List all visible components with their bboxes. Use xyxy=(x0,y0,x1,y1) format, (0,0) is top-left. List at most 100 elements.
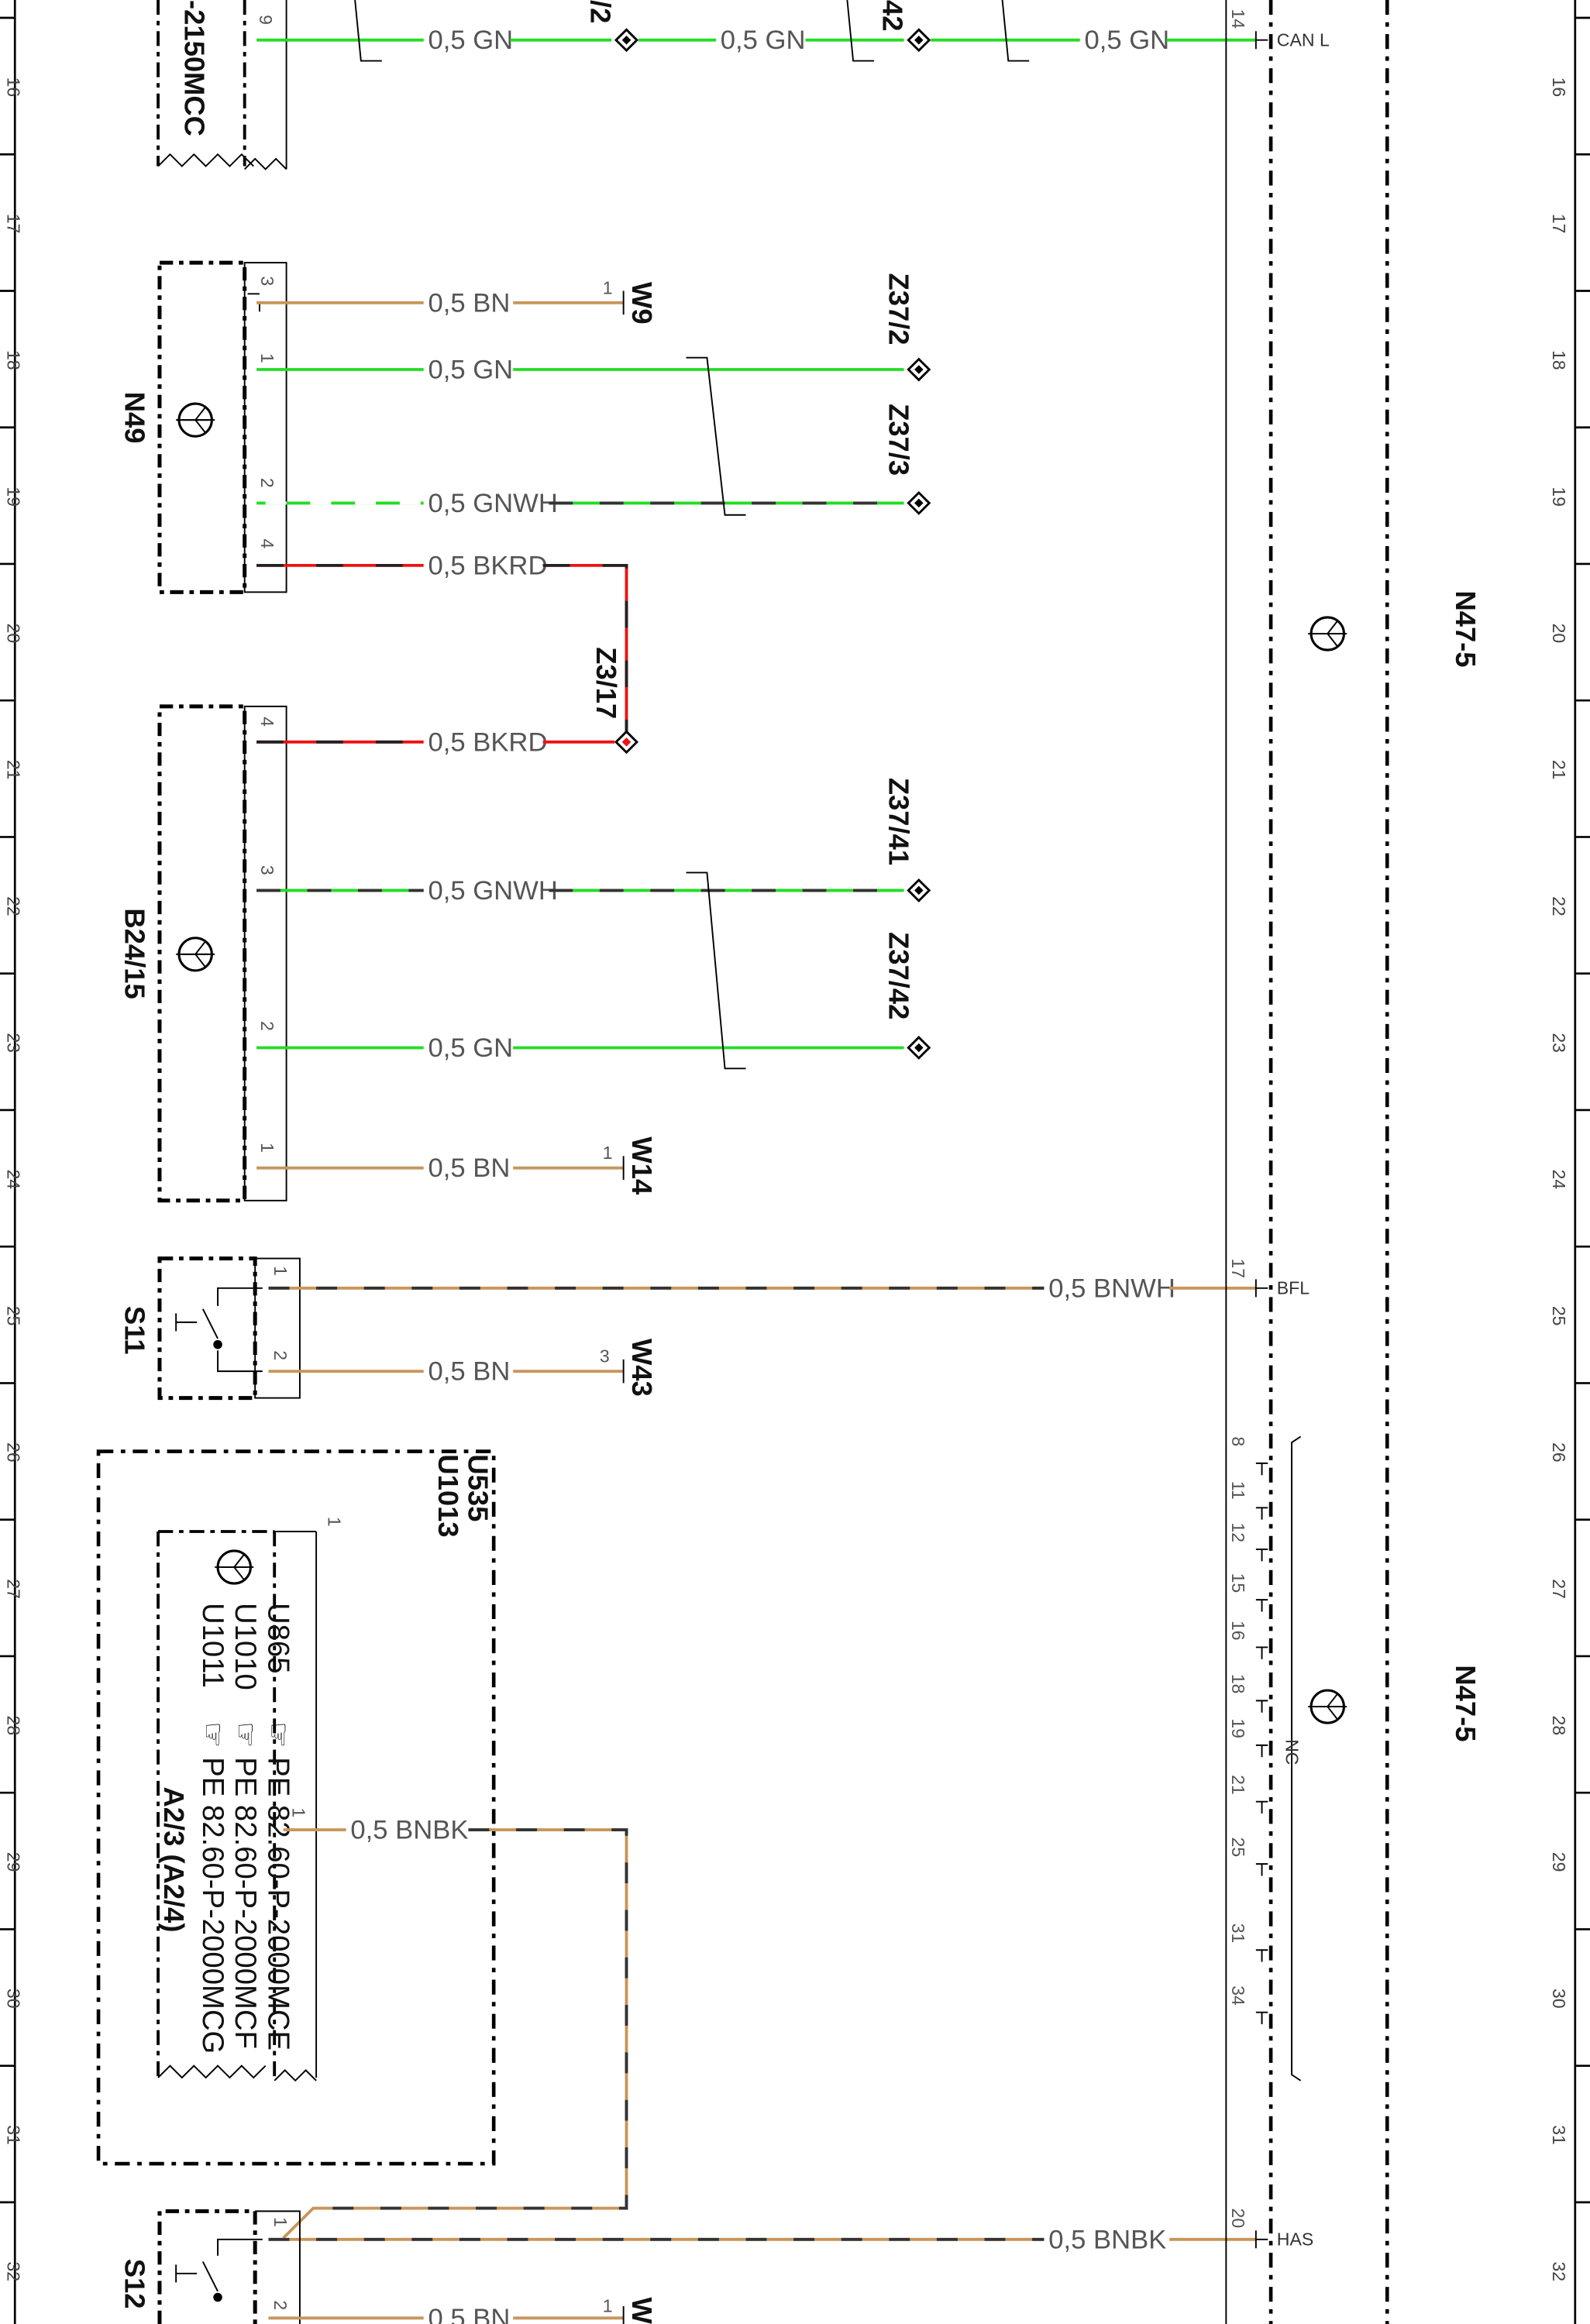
wire-label-bn: 0,5 BN xyxy=(428,1153,510,1183)
pin-number: 3 xyxy=(600,1346,610,1367)
wire-label-gn: 0,5 GN xyxy=(428,356,513,385)
switch-icon xyxy=(175,1287,263,1373)
pin-number: 2 xyxy=(270,1350,291,1360)
pin-terminal xyxy=(1255,1462,1268,1476)
grid-row-label: 22 xyxy=(4,896,24,916)
splice-point xyxy=(614,28,639,53)
pin-number: 9 xyxy=(256,15,276,25)
grid-row-label: 27 xyxy=(1549,1579,1569,1599)
pin-number: 15 xyxy=(1228,1573,1248,1593)
wire-label-bn: 0,5 BN xyxy=(428,2304,510,2324)
document-reference-icon: ☞ xyxy=(196,1721,229,1748)
grid-row-label: 22 xyxy=(1549,896,1569,916)
grid-row-label: 17 xyxy=(4,214,24,234)
pin-number: 34 xyxy=(1228,1985,1248,2006)
signal-nc: NC xyxy=(1282,1739,1302,1765)
pin-terminal xyxy=(1255,1599,1268,1612)
component-n49: N49 3 1 2 4 xyxy=(119,260,287,594)
grid-row-label: 29 xyxy=(1549,1852,1569,1872)
grid-row-label: 25 xyxy=(4,1306,24,1326)
pin-number: 1 xyxy=(288,1807,308,1817)
code-label-u865: U865 xyxy=(261,1603,294,1674)
pin-number: 21 xyxy=(1228,1775,1248,1795)
grid-row-label: 20 xyxy=(1549,624,1569,644)
grid-row-label: 31 xyxy=(1549,2125,1569,2145)
wire-label-bkrd: 0,5 BKRD xyxy=(428,551,547,580)
pin-number: 4 xyxy=(257,717,277,727)
wire-label-gnwh: 0,5 GNWH xyxy=(428,876,557,906)
splice-label-z37-3: Z37/3 xyxy=(883,404,914,476)
pin-terminal xyxy=(1255,1646,1268,1659)
pin-terminal xyxy=(1255,1949,1268,1962)
pin-terminal xyxy=(1255,1507,1268,1520)
code-label-u1011: U1011 xyxy=(196,1603,229,1688)
sensor-symbol-icon xyxy=(1308,616,1347,651)
sensor-symbol-icon xyxy=(176,937,215,972)
pin-number: 11 xyxy=(1228,1481,1248,1500)
grid-row-label: 18 xyxy=(1549,350,1569,370)
grid-row-label: 32 xyxy=(1549,2262,1569,2282)
b24-15-wires: 0,5 BKRD 0,5 GNWH Z37/41 0,5 GN Z37/42 0… xyxy=(256,727,931,1195)
grid-row-label: 18 xyxy=(4,350,24,370)
signal-has: HAS xyxy=(1277,2229,1313,2250)
code-label-u1013: U1013 xyxy=(432,1454,464,1537)
splice-z3-17: Z3/17 xyxy=(590,647,639,755)
component-a2-3: U535 U1013 1 U865 U1010 U1011 ☞ ☞ ☞ PE 8… xyxy=(96,1449,496,2166)
splice-point xyxy=(907,490,931,515)
grid-row-label: 16 xyxy=(1549,77,1569,98)
pin-number: 3 xyxy=(257,276,277,286)
wire-label-bnbk: 0,5 BNBK xyxy=(350,1816,468,1845)
splice-label-z37-42: Z37/42 xyxy=(883,932,914,1019)
pin-number: 2 xyxy=(257,478,277,488)
splice-label-z3-17: Z3/17 xyxy=(590,647,622,719)
grid-row-label: 26 xyxy=(4,1442,24,1463)
component-label-n49: N49 xyxy=(119,392,151,444)
ground-point-w43: W43 xyxy=(626,1339,658,1397)
n49-wires: 0,5 BN 1 W9 0,5 GN Z37/2 0,5 GNWH Z37/3 … xyxy=(256,273,931,742)
ground-point-w: W xyxy=(626,2298,658,2324)
pin-number: 17 xyxy=(1228,1259,1248,1279)
grid-row-label: 19 xyxy=(1549,486,1569,507)
splice-label-z37-41: Z37/41 xyxy=(883,778,914,865)
pin-number: 1 xyxy=(257,1143,277,1153)
s11-wires: 0,5 BNWH 17 BFL 0,5 BN 3 W43 xyxy=(268,1259,1310,1397)
wire-label-bn: 0,5 BN xyxy=(428,1357,510,1387)
splice-point xyxy=(907,357,931,382)
pin-number: 1 xyxy=(270,1266,291,1276)
pin-number: 20 xyxy=(1228,2209,1248,2229)
wire-label-gn: 0,5 GN xyxy=(721,26,806,55)
pin-number: 31 xyxy=(1228,1923,1248,1944)
wire-label-gnwh: 0,5 GNWH xyxy=(428,489,557,518)
ground-point-w14: W14 xyxy=(626,1136,658,1195)
component-label-n47-5: N47-5 xyxy=(1450,590,1482,667)
wire-label-bnbk: 0,5 BNBK xyxy=(1048,2225,1166,2254)
pin-number: 1 xyxy=(324,1517,344,1527)
connector-label: -2150MCC xyxy=(179,0,211,136)
grid-row-label: 23 xyxy=(1549,1033,1569,1053)
grid-row-label: 19 xyxy=(4,486,24,507)
document-reference: PE 82.60-P-2000MCG xyxy=(196,1757,229,2054)
pin-number: 3 xyxy=(257,865,277,875)
pin-number: 1 xyxy=(257,353,277,363)
component-label-b24-15: B24/15 xyxy=(119,908,151,999)
wire-label-gn: 0,5 GN xyxy=(1084,26,1169,55)
grid-row-label: 23 xyxy=(4,1033,24,1053)
splice-label: /2 xyxy=(584,0,616,23)
splice-label: 42 xyxy=(877,0,909,31)
grid-row-label: 29 xyxy=(4,1852,24,1872)
pin-terminal xyxy=(1255,2011,1268,2025)
grid-row-label: 25 xyxy=(1549,1306,1569,1326)
component-b24-15: B24/15 4 3 2 1 xyxy=(119,704,287,1203)
switch-s12: S12 1 2 0,5 BN 1 W xyxy=(119,2209,658,2324)
grid-row-label: 28 xyxy=(1549,1716,1569,1736)
grid-row-label: 17 xyxy=(1549,214,1569,234)
splice-point xyxy=(907,28,931,53)
code-label-u1010: U1010 xyxy=(229,1603,262,1690)
document-reference: PE 82.60-P-2000MCF xyxy=(229,1757,262,2049)
pin-terminal xyxy=(1255,1549,1268,1562)
pin-number: 25 xyxy=(1228,1838,1248,1858)
pin-number: 16 xyxy=(1228,1621,1248,1641)
signal-bfl: BFL xyxy=(1277,1278,1310,1298)
component-label-s12: S12 xyxy=(119,2259,151,2309)
